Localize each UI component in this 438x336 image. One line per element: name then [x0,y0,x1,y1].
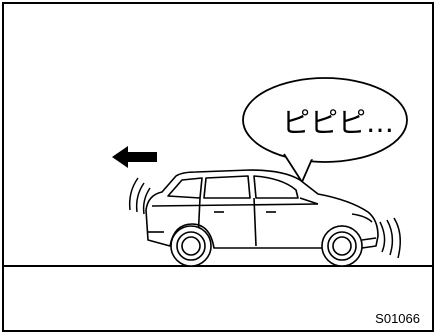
rear-wheel [322,226,362,266]
motion-lines-right-icon [380,218,400,258]
left-arrow-icon [112,146,157,168]
speech-text: ピピピ… [282,106,394,139]
figure-code: S01066 [375,311,420,326]
front-wheel [171,226,211,266]
speech-bubble: ピピピ… [243,78,407,182]
